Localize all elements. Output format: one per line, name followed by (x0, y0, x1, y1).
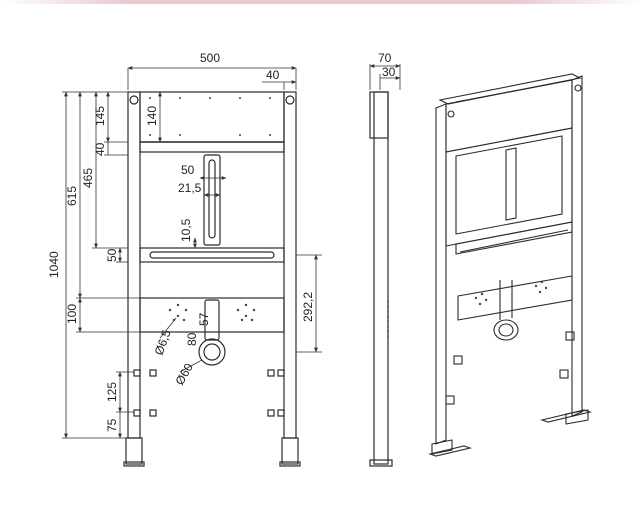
side-top-box (369, 91, 389, 139)
dim-40-left: 40 (93, 142, 107, 156)
top-left-hole (129, 95, 139, 105)
dim-slot-10-5: 10,5 (179, 218, 193, 242)
upper-crossbar (139, 141, 285, 153)
top-plate (139, 91, 285, 143)
dim-615: 615 (65, 186, 79, 206)
isometric-view (427, 73, 593, 457)
dim-80: 80 (185, 332, 199, 346)
dim-100: 100 (65, 304, 79, 324)
dim-500: 500 (200, 51, 220, 65)
dim-145: 145 (93, 106, 107, 126)
dim-dia-60: Ø60 (172, 361, 196, 388)
dim-30: 30 (382, 65, 396, 79)
dim-slot-21-5: 21,5 (178, 181, 202, 195)
front-dimensions (62, 66, 322, 439)
dim-70: 70 (378, 51, 392, 65)
dim-75: 75 (105, 418, 119, 432)
dim-1040: 1040 (47, 251, 61, 278)
lower-crossbar (139, 247, 285, 263)
plate-dots (149, 97, 271, 322)
dim-140: 140 (145, 106, 159, 126)
vertical-slot-bracket (203, 154, 221, 246)
dim-292-2: 292,2 (301, 292, 315, 322)
side-view (369, 91, 393, 467)
front-view (123, 91, 301, 467)
right-post (283, 91, 297, 439)
dim-125: 125 (105, 382, 119, 402)
dim-57: 57 (197, 312, 211, 326)
side-dimensions (369, 64, 401, 90)
dim-slot-50: 50 (181, 163, 195, 177)
drain-pipe-ring (198, 338, 226, 366)
dim-50-left: 50 (105, 248, 119, 262)
iso-left-foot (431, 439, 453, 455)
front-dimension-labels: 500 40 140 145 40 465 615 1040 50 100 12… (47, 51, 315, 432)
base-plate (139, 297, 285, 333)
side-dimension-labels: 70 30 (378, 51, 396, 79)
side-post (373, 91, 389, 465)
dim-40-right: 40 (266, 68, 280, 82)
dim-465: 465 (81, 168, 95, 188)
iso-dots (474, 280, 548, 306)
top-right-hole (285, 95, 295, 105)
left-foot (125, 437, 143, 465)
top-accent-strip (0, 0, 642, 4)
iso-pipe-ring (493, 319, 519, 341)
left-post (127, 91, 141, 439)
side-foot (369, 459, 393, 467)
right-foot (281, 437, 299, 465)
